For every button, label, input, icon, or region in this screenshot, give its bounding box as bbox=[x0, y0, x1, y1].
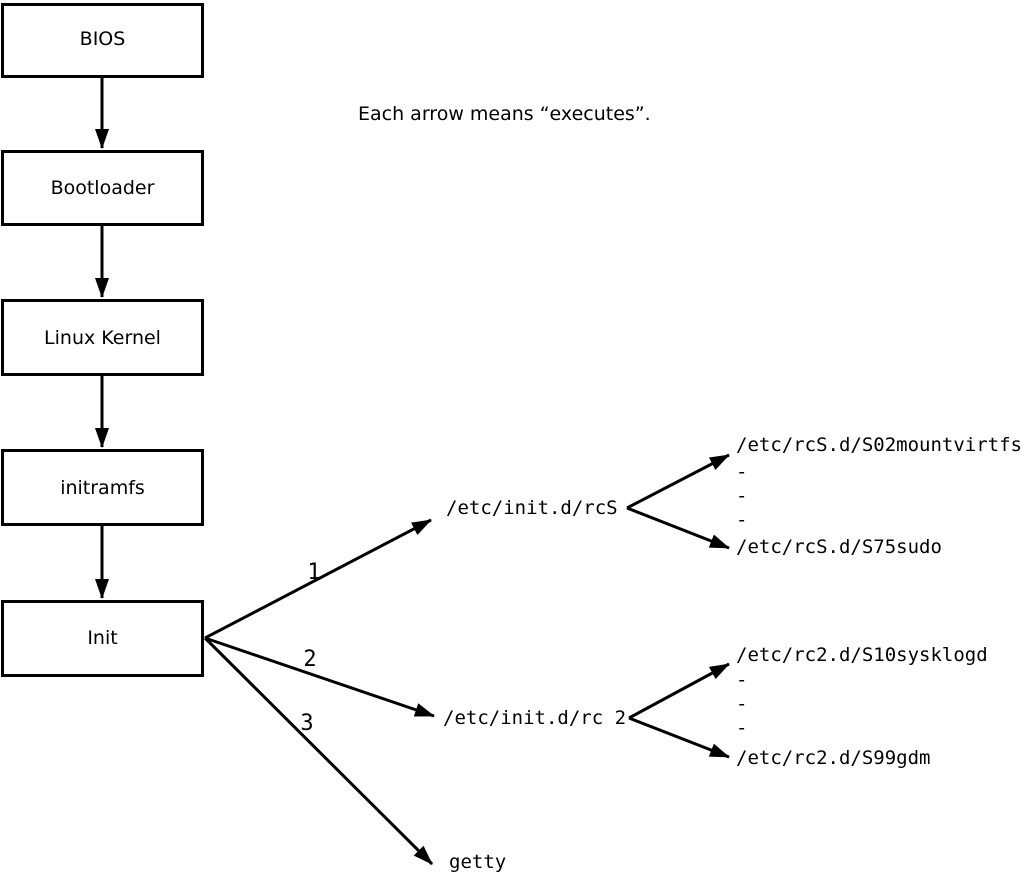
boot-chain: BIOS Bootloader Linux Kernel initramfs I… bbox=[1, 3, 204, 677]
arrow-rcs-to-last-script bbox=[626, 506, 730, 550]
arrow-rcs-to-first-script bbox=[626, 453, 730, 510]
box-bootloader bbox=[1, 150, 204, 226]
box-init bbox=[1, 600, 204, 677]
rc2-ellipsis-dash: - bbox=[736, 669, 747, 691]
box-linux-kernel bbox=[1, 299, 204, 376]
box-linux-kernel-label: Linux Kernel bbox=[44, 327, 161, 349]
rc2-script-fork: /etc/rc2.d/S10sysklogd - - - /etc/rc2.d/… bbox=[628, 644, 988, 769]
box-initramfs-label: initramfs bbox=[60, 477, 145, 499]
rcs-ellipsis-dash: - bbox=[736, 461, 747, 483]
arrow-init-to-rc2 bbox=[204, 636, 435, 718]
text-init-d-rcs: /etc/init.d/rcS bbox=[446, 497, 618, 519]
rcs-ellipsis-dash: - bbox=[736, 509, 747, 531]
rcs-ellipsis-dash: - bbox=[736, 485, 747, 507]
box-bios bbox=[1, 3, 204, 78]
text-rc2-first-script: /etc/rc2.d/S10sysklogd bbox=[736, 644, 988, 666]
init-fanout: 1 /etc/init.d/rcS 2 /etc/init.d/rc 2 3 g… bbox=[203, 497, 626, 873]
box-initramfs bbox=[1, 449, 204, 526]
edge-number-1: 1 bbox=[307, 560, 320, 585]
note-arrow-meaning: Each arrow means “executes”. bbox=[358, 103, 651, 125]
arrow-init-to-rcs bbox=[204, 518, 432, 640]
arrow-rc2-to-first-script bbox=[628, 662, 730, 720]
arrow-init-to-getty bbox=[203, 636, 434, 866]
box-bootloader-label: Bootloader bbox=[51, 177, 155, 199]
text-rc2-last-script: /etc/rc2.d/S99gdm bbox=[736, 747, 930, 769]
arrow-rc2-to-last-script bbox=[628, 716, 730, 759]
rc2-ellipsis-dash: - bbox=[736, 717, 747, 739]
edge-number-3: 3 bbox=[300, 711, 313, 736]
rcs-script-fork: /etc/rcS.d/S02mountvirtfs - - - /etc/rcS… bbox=[626, 434, 1022, 558]
box-bios-label: BIOS bbox=[80, 28, 126, 50]
box-init-label: Init bbox=[87, 627, 117, 649]
text-getty: getty bbox=[449, 851, 506, 873]
edge-number-2: 2 bbox=[303, 647, 316, 672]
text-init-d-rc2: /etc/init.d/rc 2 bbox=[443, 707, 626, 729]
rc2-ellipsis-dash: - bbox=[736, 693, 747, 715]
text-rcs-first-script: /etc/rcS.d/S02mountvirtfs bbox=[736, 434, 1022, 456]
text-rcs-last-script: /etc/rcS.d/S75sudo bbox=[736, 536, 942, 558]
